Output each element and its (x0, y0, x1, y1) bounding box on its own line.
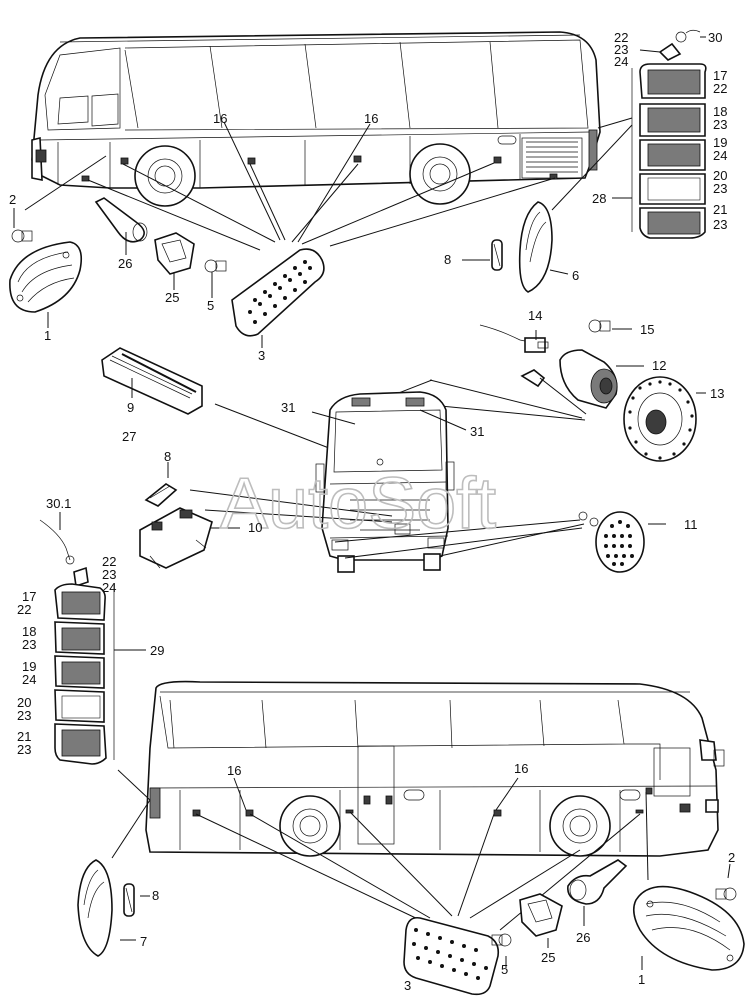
connector-14 (479, 324, 549, 353)
bulb-5-top (204, 259, 227, 273)
leader-lines-top-right (462, 197, 632, 275)
label-23-mid-left: 23 (102, 567, 116, 582)
label-14: 14 (528, 308, 542, 323)
lamp-26-bottom (567, 859, 628, 905)
label-21-top: 21 (713, 202, 727, 217)
leader-lines-mid-right (354, 328, 706, 421)
label-5-top: 5 (207, 298, 214, 313)
label-16-top-b: 16 (364, 111, 378, 126)
bus-front-view (315, 391, 455, 573)
label-7: 7 (140, 934, 147, 949)
label-19-top: 19 (713, 135, 727, 150)
bulb-15 (588, 319, 611, 333)
label-27: 27 (122, 429, 136, 444)
lamp-13 (623, 376, 697, 462)
side-lamp-7 (77, 859, 113, 957)
label-1-top-left: 1 (44, 328, 51, 343)
label-20-top: 20 (713, 168, 727, 183)
bulb-2-top (11, 229, 33, 243)
bus-side-view-bottom (145, 680, 725, 857)
label-23-cluster-left-b: 23 (17, 708, 31, 723)
label-24-mid-left: 24 (102, 580, 116, 595)
label-22-cluster-top: 22 (713, 81, 727, 96)
side-lamp-6-top (518, 201, 553, 293)
bus-side-view-top (31, 31, 601, 207)
bulb-8-top (491, 239, 503, 271)
label-24-top-right: 24 (614, 54, 628, 69)
label-2-bottom-right: 2 (728, 850, 735, 865)
label-25-bottom: 25 (541, 950, 555, 965)
label-8-top-right: 8 (444, 252, 451, 267)
socket-25-bottom (519, 893, 563, 937)
label-5-bottom: 5 (501, 962, 508, 977)
label-12: 12 (652, 358, 666, 373)
label-8-bottom-left: 8 (152, 888, 159, 903)
label-19-left: 19 (22, 659, 36, 674)
light-bar-9-27 (101, 347, 361, 461)
side-marker-3-top (231, 248, 325, 337)
label-15: 15 (640, 322, 654, 337)
bulb-2-bottom (715, 887, 737, 901)
callout-labels: 1 2 26 25 5 3 16 16 22 23 24 30 17 22 18… (9, 30, 735, 993)
label-30: 30 (708, 30, 722, 45)
label-24-cluster-top: 24 (713, 148, 727, 163)
side-marker-3-bottom (403, 916, 500, 996)
label-23-cluster-left-a: 23 (22, 637, 36, 652)
label-22-cluster-left: 22 (17, 602, 31, 617)
label-1-bottom-right: 1 (638, 972, 645, 987)
label-6: 6 (572, 268, 579, 283)
label-16-top-a: 16 (213, 111, 227, 126)
label-9: 9 (127, 400, 134, 415)
corner-lamp-1-bottom (632, 885, 745, 971)
label-18-top: 18 (713, 104, 727, 119)
label-2-top-left: 2 (9, 192, 16, 207)
lamp-26-top (94, 197, 148, 243)
bulb-8-mid (144, 462, 178, 507)
label-3-top: 3 (258, 348, 265, 363)
label-13: 13 (710, 386, 724, 401)
corner-lamp-1-top (9, 241, 83, 313)
label-23-cluster-top-c: 23 (713, 217, 727, 232)
label-20-left: 20 (17, 695, 31, 710)
label-18-left: 18 (22, 624, 36, 639)
bulb-5-bottom (491, 933, 512, 947)
rear-light-cluster-29 (39, 512, 146, 765)
label-8-mid: 8 (164, 449, 171, 464)
label-23-cluster-top-b: 23 (713, 181, 727, 196)
label-24-cluster-left: 24 (22, 672, 36, 687)
label-31-left: 31 (281, 400, 295, 415)
label-16-bottom-b: 16 (514, 761, 528, 776)
lamp-housing-12 (520, 349, 618, 409)
label-23-top-right: 23 (614, 42, 628, 57)
label-26-top: 26 (118, 256, 132, 271)
label-16-bottom-a: 16 (227, 763, 241, 778)
socket-25-top (154, 232, 195, 275)
label-17-left: 17 (22, 589, 36, 604)
interior-lamp-10 (139, 507, 213, 569)
label-3-bottom: 3 (404, 978, 411, 993)
label-30-1: 30.1 (46, 496, 71, 511)
watermark-text: AutoSoft (220, 464, 496, 544)
label-25-top: 25 (165, 290, 179, 305)
label-22-mid-left: 22 (102, 554, 116, 569)
label-29: 29 (150, 643, 164, 658)
label-10: 10 (248, 520, 262, 535)
bulb-8-bottom (123, 883, 135, 917)
leader-lines-bottom (111, 769, 731, 978)
label-22-top-right: 22 (614, 30, 628, 45)
label-31-right: 31 (470, 424, 484, 439)
rear-light-cluster-28 (551, 29, 707, 239)
lamp-11 (578, 511, 645, 573)
label-11: 11 (684, 517, 698, 532)
leader-lines-front (189, 409, 666, 559)
label-21-left: 21 (17, 729, 31, 744)
label-23-cluster-left-c: 23 (17, 742, 31, 757)
leader-lines-top (13, 121, 556, 348)
label-23-cluster-top-a: 23 (713, 117, 727, 132)
label-28: 28 (592, 191, 606, 206)
label-26-bottom: 26 (576, 930, 590, 945)
label-17-top: 17 (713, 68, 727, 83)
